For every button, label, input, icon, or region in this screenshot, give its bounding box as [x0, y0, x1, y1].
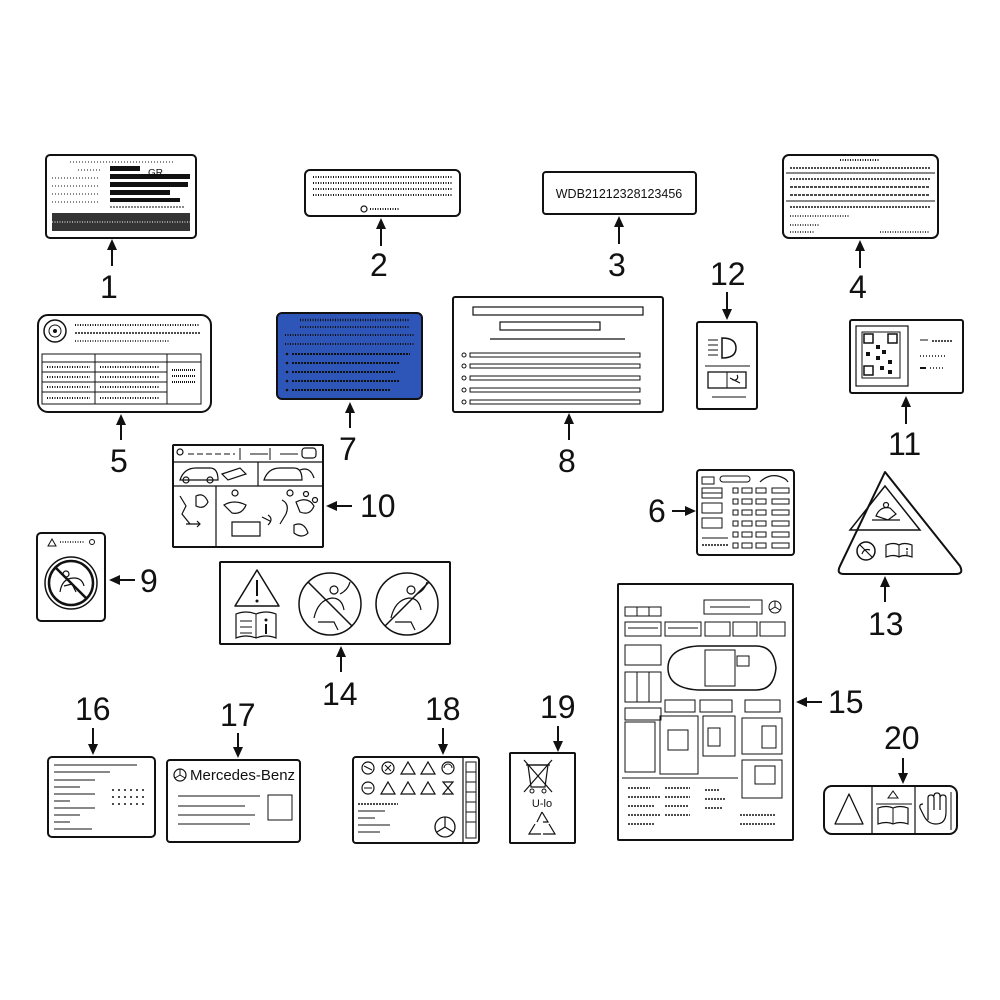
arrow-13	[880, 576, 890, 602]
arrow-18	[438, 728, 448, 755]
label-9-header	[47, 537, 95, 547]
callout-12: 12	[710, 256, 746, 292]
label-16[interactable]	[47, 756, 156, 838]
arrow-2	[376, 218, 386, 246]
manual-book-icon-14	[235, 611, 277, 639]
arrow-5	[116, 414, 126, 440]
label-7-fill	[276, 312, 423, 400]
label-15-layout	[622, 599, 786, 825]
callout-11: 11	[888, 426, 921, 462]
label-4-text-lines	[786, 159, 935, 233]
child-seat-warning-icon	[872, 501, 900, 521]
manual-book-icon-20	[876, 790, 912, 825]
label-5-table	[41, 324, 202, 405]
arrow-6	[672, 506, 696, 516]
arrow-14	[336, 646, 346, 672]
label-8-lines	[461, 306, 644, 405]
hand-warning-icon	[919, 792, 952, 830]
label-20[interactable]	[823, 785, 958, 835]
label-5[interactable]	[37, 314, 212, 413]
arrow-17	[233, 733, 243, 758]
label-1-text-lines	[52, 161, 190, 231]
label-9[interactable]	[36, 532, 106, 622]
label-18[interactable]	[352, 756, 480, 844]
label-14[interactable]	[219, 561, 451, 645]
symbol-grid-icons	[358, 760, 477, 839]
warning-triangle-icon	[234, 569, 280, 607]
callout-20: 20	[884, 720, 920, 756]
arrow-11	[901, 396, 911, 424]
callout-10: 10	[360, 488, 396, 524]
recycle-code-text: U-lo	[532, 798, 552, 810]
arrow-8	[564, 413, 574, 440]
callout-3: 3	[608, 247, 626, 283]
callout-19: 19	[540, 689, 576, 725]
label-10[interactable]	[172, 444, 324, 548]
callout-2: 2	[370, 247, 388, 283]
callout-9: 9	[140, 563, 158, 599]
arrow-3	[614, 216, 624, 244]
label-17-text-lines	[178, 794, 293, 825]
label-16-text-lines	[54, 764, 148, 830]
arrow-20	[898, 758, 908, 784]
fuse-chart-icon	[701, 475, 790, 549]
tire-icon	[43, 319, 67, 343]
no-child-seat-icon	[856, 541, 876, 561]
no-child-seat-icon-9	[44, 556, 98, 610]
headlight-icon	[708, 337, 737, 359]
airbag-warning-icons	[176, 447, 319, 537]
arrow-9	[109, 575, 135, 585]
callout-1: 1	[100, 269, 118, 305]
qr-code-icon	[861, 331, 901, 379]
label-2-text-lines	[313, 176, 452, 213]
label-4[interactable]	[782, 154, 939, 239]
callout-5: 5	[110, 443, 128, 479]
label-2[interactable]	[304, 169, 461, 217]
label-11-text	[920, 339, 952, 369]
car-topview-icon	[667, 645, 777, 691]
recycle-icon	[527, 811, 557, 835]
vin-text: WDB21212328123456	[556, 187, 683, 201]
label-19[interactable]: U-lo	[509, 752, 576, 844]
label-8[interactable]	[452, 296, 664, 413]
arrow-4	[855, 240, 865, 268]
arrow-7	[345, 402, 355, 428]
arrow-15	[796, 697, 822, 707]
mercedes-star-icon	[173, 768, 187, 782]
arrow-12	[722, 292, 732, 320]
callout-4: 4	[849, 269, 867, 305]
label-12[interactable]	[696, 321, 758, 410]
callout-17: 17	[220, 697, 256, 733]
callout-7: 7	[339, 431, 357, 467]
label-1-mark: GR	[148, 168, 163, 179]
no-rear-facing-seat-icon-1	[298, 572, 362, 636]
callout-6: 6	[648, 493, 666, 529]
brand-text: Mercedes-Benz	[190, 767, 295, 784]
arrow-19	[553, 726, 563, 752]
label-1[interactable]: GR	[45, 154, 197, 239]
no-rear-facing-seat-icon-2	[375, 572, 439, 636]
callout-16: 16	[75, 691, 111, 727]
callout-13: 13	[868, 606, 904, 642]
label-13[interactable]	[837, 471, 963, 575]
callout-14: 14	[322, 676, 358, 712]
manual-wrench-icon	[707, 371, 747, 389]
label-11[interactable]	[849, 319, 964, 394]
crossed-bin-icon	[523, 759, 553, 794]
arrow-1	[107, 239, 117, 266]
label-7-text-lines	[285, 318, 414, 392]
label-7[interactable]	[276, 312, 423, 400]
manual-book-icon	[885, 542, 913, 558]
arrow-10	[326, 501, 352, 511]
callout-8: 8	[558, 443, 576, 479]
warning-triangle-icon-20	[834, 793, 864, 825]
callout-15: 15	[828, 684, 864, 720]
callout-18: 18	[425, 691, 461, 727]
label-3[interactable]: WDB21212328123456	[542, 171, 697, 215]
label-6[interactable]	[696, 469, 795, 556]
label-15[interactable]	[617, 583, 794, 841]
label-17[interactable]: Mercedes-Benz	[166, 759, 301, 843]
arrow-16	[88, 728, 98, 755]
